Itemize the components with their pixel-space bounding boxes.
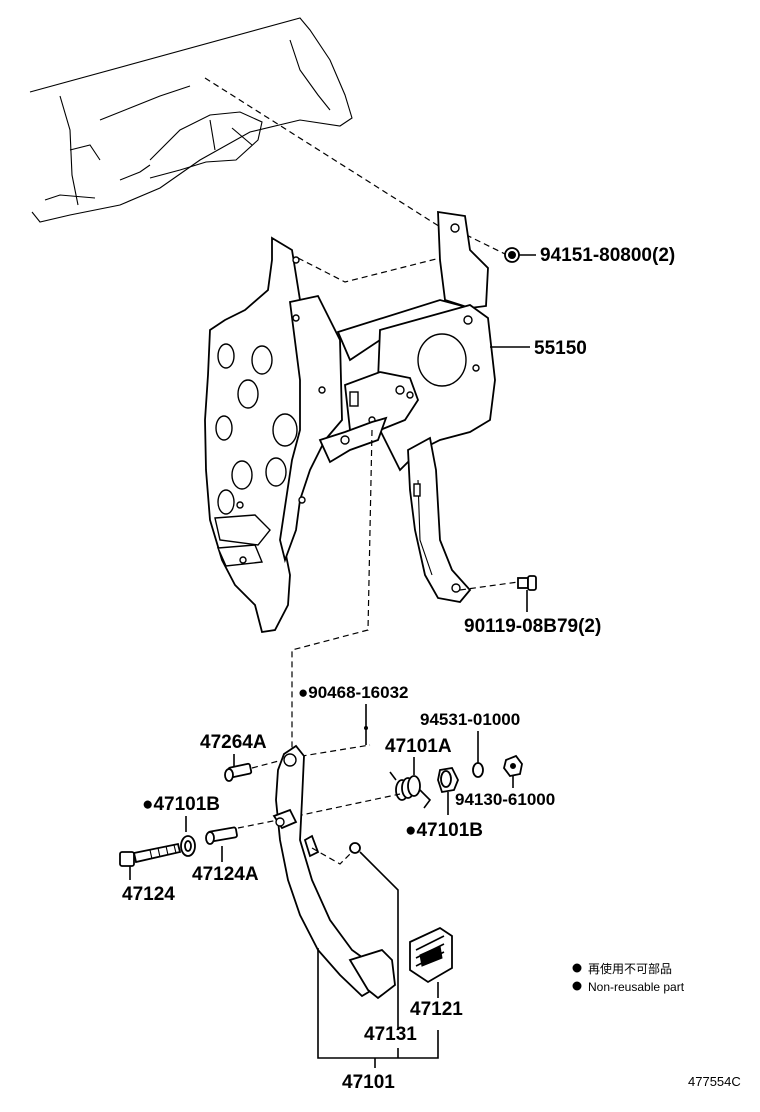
- label-55150: 55150: [534, 338, 587, 359]
- washer-94531-icon: [472, 762, 484, 778]
- nut-94130-icon: [503, 754, 523, 777]
- pedal-arm: [272, 744, 396, 1000]
- leader-bracket-left: [297, 257, 441, 283]
- bushing-47101b-right-icon: [437, 767, 459, 794]
- leader-47124a-axis: [237, 793, 401, 829]
- legend-en: Non-reusable part: [588, 980, 685, 994]
- clip-pin-icon: [364, 726, 368, 745]
- leader-stop-to-pad: [359, 851, 399, 1030]
- legend-jp: 再使用不可部品: [588, 961, 672, 976]
- label-47101b-left: ●47101B: [142, 794, 220, 815]
- leader-bracket-to-pedal: [291, 429, 373, 750]
- pedal-pad-icon: [409, 926, 453, 984]
- label-47124: 47124: [122, 884, 175, 905]
- bolt-90119-icon: [517, 575, 537, 591]
- label-47124a: 47124A: [192, 864, 259, 885]
- leader-47264a-axis: [251, 744, 371, 769]
- label-47131: 47131: [364, 1024, 417, 1045]
- collar-47264a-icon: [224, 762, 253, 782]
- collar-47124a-icon: [205, 826, 238, 845]
- label-47101b-right: ●47101B: [405, 820, 483, 841]
- label-47101: 47101: [342, 1072, 395, 1093]
- label-90119: 90119-08B79(2): [464, 616, 601, 637]
- bushing-47101b-left-icon: [180, 835, 196, 857]
- label-47101a: 47101A: [385, 736, 452, 757]
- return-spring-icon: [389, 771, 432, 809]
- leader-body-to-bracket: [204, 77, 446, 231]
- diagram-code: 477554C: [688, 1074, 741, 1089]
- body-panel: [29, 17, 353, 223]
- nut-94151-icon: [504, 247, 520, 263]
- label-94151: 94151-80800(2): [540, 245, 675, 266]
- legend-bullet-en: [572, 981, 582, 991]
- label-47264a: 47264A: [200, 732, 267, 753]
- label-94130: 94130-61000: [455, 790, 555, 809]
- leader-pedal-stop: [311, 847, 353, 865]
- label-90468: ●90468-16032: [298, 683, 408, 702]
- legend-bullet-jp: [572, 963, 582, 973]
- label-94531: 94531-01000: [420, 710, 520, 729]
- bolt-47124-icon: [119, 842, 182, 867]
- pedal-bracket: [204, 210, 496, 634]
- stopper-icon: [349, 842, 361, 854]
- assembly-bracket-line: [317, 948, 439, 1059]
- label-47121: 47121: [410, 999, 463, 1020]
